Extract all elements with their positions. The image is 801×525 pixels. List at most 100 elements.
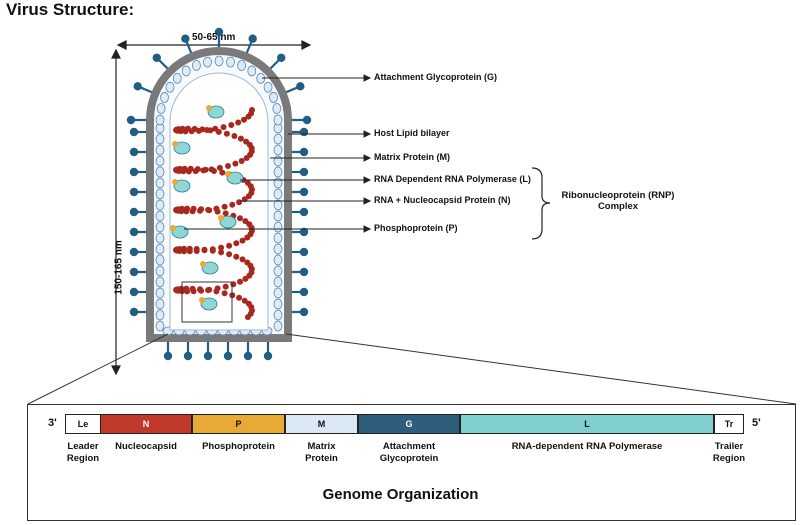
- rna-bead: [199, 126, 206, 133]
- rna-bead: [222, 210, 229, 217]
- matrix-bead: [214, 55, 224, 67]
- page-title: Virus Structure:: [6, 0, 135, 19]
- polymerase-protein: [226, 171, 244, 185]
- rna-bead: [193, 246, 200, 252]
- rnp-line-2: Complex: [597, 201, 639, 212]
- matrix-bead: [155, 309, 165, 321]
- width-label: 50-65 nm: [192, 32, 236, 43]
- rna-bead: [179, 125, 186, 132]
- matrix-bead: [155, 276, 165, 288]
- rna-bead: [211, 168, 217, 174]
- matrix-bead: [273, 320, 283, 332]
- matrix-bead: [155, 298, 165, 310]
- rna-bead: [237, 278, 243, 285]
- phosphoprotein-bead: [218, 215, 224, 221]
- polymerase-protein: [207, 105, 225, 119]
- height-dimension-arrow: [111, 48, 121, 376]
- matrix-bead: [237, 60, 246, 71]
- rna-bead: [197, 286, 203, 293]
- rna-bead: [245, 113, 252, 120]
- rna-bead: [207, 127, 214, 134]
- matrix-bead: [273, 276, 283, 288]
- rna-bead: [186, 245, 193, 252]
- matrix-bead: [155, 221, 165, 233]
- glycoprotein-spikes: [126, 27, 312, 361]
- matrix-bead: [273, 287, 283, 299]
- genome-5prime: 5': [752, 417, 761, 429]
- rna-bead: [178, 205, 185, 212]
- label-leader-lines: [184, 74, 372, 233]
- rna-bead: [201, 246, 208, 253]
- polymerase-protein: [173, 141, 191, 155]
- rna-bead: [221, 203, 228, 210]
- label-attachment-glycoprotein: Attachment Glycoprotein (G): [374, 72, 498, 82]
- matrix-bead: [273, 133, 283, 145]
- rna-bead: [177, 165, 184, 172]
- matrix-bead: [155, 188, 165, 200]
- rna-bead: [244, 234, 251, 241]
- label-phosphoprotein: Phosphoprotein (P): [374, 223, 458, 233]
- genome-segment-label: Phosphoprotein: [202, 441, 275, 452]
- matrix-bead: [155, 199, 165, 211]
- matrix-bead: [247, 65, 257, 77]
- matrix-bead: [160, 92, 169, 103]
- rna-bead: [237, 215, 243, 222]
- rna-bead: [189, 285, 196, 292]
- rna-bead: [229, 201, 236, 208]
- rna-bead: [194, 166, 201, 173]
- rna-bead: [191, 125, 198, 132]
- phosphoprotein-bead: [170, 225, 176, 231]
- rna-bead: [225, 163, 231, 169]
- matrix-bead: [155, 144, 165, 156]
- matrix-bead: [273, 298, 283, 310]
- zoom-inset-box: [181, 281, 233, 323]
- rna-bead: [184, 205, 191, 212]
- width-dimension-arrow: [116, 40, 312, 50]
- matrix-bead: [273, 221, 283, 233]
- rna-bead: [236, 294, 243, 301]
- matrix-bead: [226, 56, 235, 68]
- matrix-bead: [172, 72, 182, 84]
- rna-bead: [239, 256, 246, 263]
- rna-bead: [219, 169, 226, 176]
- rna-bead: [215, 128, 222, 135]
- phosphoprotein-bead: [225, 171, 231, 177]
- polymerase-protein: [200, 297, 218, 311]
- genome-segment-m: M: [285, 414, 358, 434]
- rna-bead: [187, 165, 194, 172]
- matrix-bead: [273, 265, 283, 277]
- matrix-bead: [273, 254, 283, 266]
- matrix-bead: [273, 166, 283, 178]
- phosphoprotein-bead: [172, 179, 178, 185]
- rna-bead: [216, 164, 223, 171]
- matrix-bead: [181, 65, 191, 77]
- rna-bead: [206, 207, 213, 214]
- matrix-bead: [273, 232, 283, 244]
- rna-bead: [183, 285, 190, 292]
- rnp-line-1: Ribonucleoprotein (RNP): [561, 190, 675, 201]
- genome-segment-g: G: [358, 414, 460, 434]
- rna-bead: [236, 199, 243, 206]
- polymerase-protein: [201, 261, 219, 275]
- rna-bead: [241, 297, 248, 304]
- matrix-bead: [203, 56, 212, 68]
- rna-bead: [220, 124, 227, 131]
- genome-segment-tr: Tr: [714, 414, 744, 434]
- rna-bead: [181, 245, 187, 252]
- rna-bead: [218, 244, 225, 251]
- matrix-bead: [273, 188, 283, 200]
- height-label: 150-165 nm: [113, 240, 125, 295]
- rna-bead: [242, 275, 249, 282]
- rna-bead: [226, 251, 233, 258]
- phosphoprotein-bead: [200, 261, 206, 267]
- matrix-protein-layer: [155, 55, 283, 336]
- rna-bead: [233, 253, 240, 260]
- rna-bead: [243, 155, 250, 161]
- rna-bead: [231, 133, 238, 139]
- matrix-bead: [273, 199, 283, 211]
- matrix-bead: [192, 60, 201, 71]
- genome-segment-label: Nucleocapsid: [115, 441, 177, 452]
- matrix-bead: [273, 144, 283, 156]
